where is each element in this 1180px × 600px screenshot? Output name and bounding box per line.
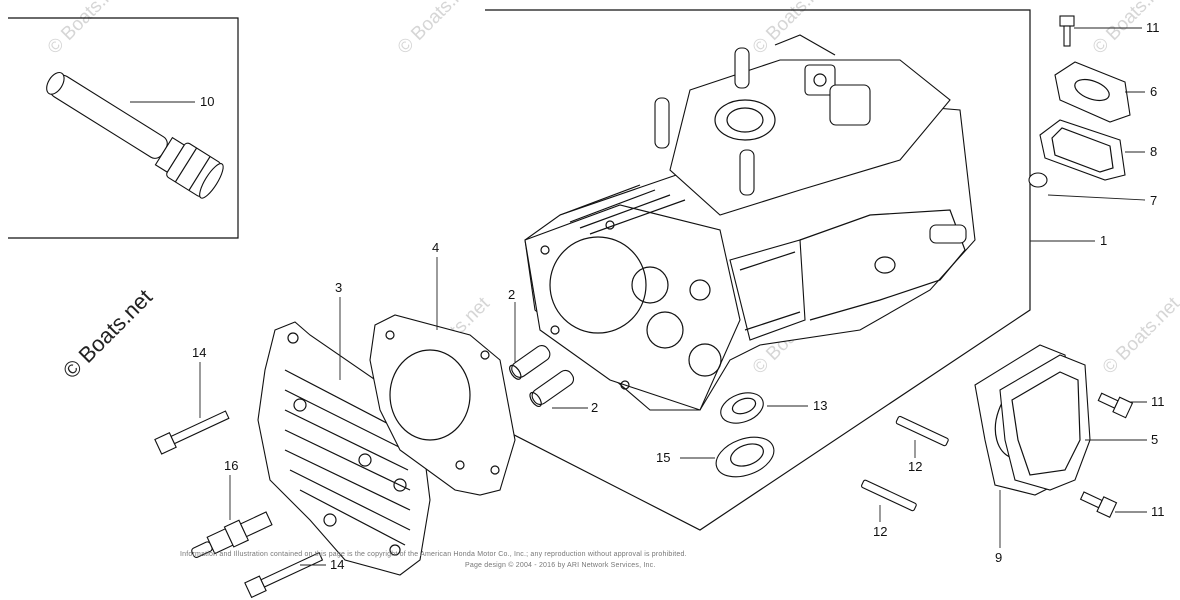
callout-8: 8 <box>1150 144 1158 159</box>
part-6-cover <box>1054 61 1131 123</box>
watermark-text: © Boats.net <box>749 0 835 59</box>
callout-13: 13 <box>813 398 828 413</box>
part-11-bolt-mid <box>1097 392 1134 419</box>
callout-11-top: 11 <box>1146 20 1160 35</box>
watermark-text: © Boats.net <box>44 0 130 59</box>
callout-5: 5 <box>1151 432 1159 447</box>
watermark-text: © Boats.net <box>1089 0 1175 59</box>
callout-4: 4 <box>432 240 440 255</box>
callout-16: 16 <box>224 458 239 473</box>
callout-6: 6 <box>1150 84 1158 99</box>
part-8-gasket <box>1039 119 1126 181</box>
part-14-bolt-upper <box>154 410 230 455</box>
part-2-dowel-pins <box>509 345 575 408</box>
part-7-o-ring <box>1028 172 1048 188</box>
callout-7: 7 <box>1150 193 1158 208</box>
callout-2-lower: 2 <box>591 400 599 415</box>
part-12-stud-upper <box>895 415 949 447</box>
part-11-bolt-top <box>1059 15 1075 47</box>
callout-11-mid: 11 <box>1151 394 1165 409</box>
copyright-line-1: Information and Illustration contained o… <box>180 551 687 558</box>
copyright-line-2: Page design © 2004 - 2016 by ARI Network… <box>465 562 656 569</box>
callout-14-upper: 14 <box>192 345 207 360</box>
part-15-bearing <box>715 436 775 478</box>
callout-10: 10 <box>200 94 215 109</box>
callout-11-low: 11 <box>1151 504 1165 519</box>
watermark-text: © Boats.net <box>1099 293 1180 379</box>
callout-2-upper: 2 <box>508 287 516 302</box>
callout-14-lower: 14 <box>330 557 345 572</box>
part-5-breather-cover <box>999 354 1091 491</box>
callout-15: 15 <box>656 450 671 465</box>
part-10-plug-wrench <box>8 17 239 239</box>
part-13-oil-seal <box>720 392 764 424</box>
callout-12-upper: 12 <box>908 459 923 474</box>
watermark-text: © Boats.net <box>394 0 480 59</box>
part-14-bolt-lower <box>244 551 324 599</box>
callout-9: 9 <box>995 550 1003 565</box>
part-16-spark-plug <box>191 511 273 558</box>
callout-1: 1 <box>1100 233 1108 248</box>
part-4-head-gasket <box>369 314 516 496</box>
callout-12-lower: 12 <box>873 524 888 539</box>
leader-lines <box>130 27 1147 566</box>
part-12-stud-lower <box>861 479 917 512</box>
boats-net-watermark: © Boats.net <box>58 284 157 383</box>
part-3-cylinder-head <box>257 321 431 576</box>
part-1-crankcase <box>484 9 1031 531</box>
callout-3: 3 <box>335 280 343 295</box>
part-11-bolt-low <box>1079 491 1118 518</box>
